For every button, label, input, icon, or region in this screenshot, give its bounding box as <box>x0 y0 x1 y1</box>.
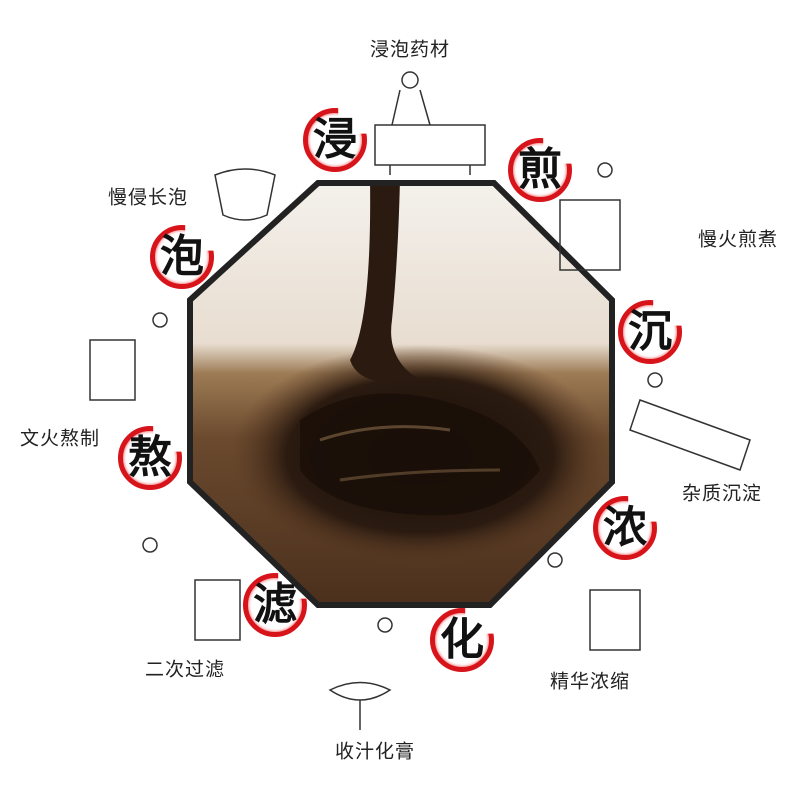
step-seal: 泡 <box>150 225 214 289</box>
step-label: 慢火煎煮 <box>697 228 779 251</box>
red-brush-circle <box>118 426 182 490</box>
step-seal: 滤 <box>243 573 307 637</box>
red-brush-circle <box>243 573 307 637</box>
step-seal: 熬 <box>118 426 182 490</box>
step-char: 沉 <box>628 306 672 357</box>
step-label: 二次过滤 <box>144 658 226 681</box>
red-brush-circle <box>508 138 572 202</box>
step-seal: 沉 <box>618 300 682 364</box>
step-seal: 浓 <box>593 496 657 560</box>
step-seal: 煎 <box>508 138 572 202</box>
step-char: 熬 <box>128 432 172 483</box>
step-char: 煎 <box>518 144 562 195</box>
red-brush-circle <box>303 108 367 172</box>
step-label: 慢侵长泡 <box>107 186 189 209</box>
step-label: 杂质沉淀 <box>681 482 763 505</box>
red-brush-circle <box>618 300 682 364</box>
step-char: 浸 <box>313 114 357 165</box>
illustrations <box>89 71 751 730</box>
red-brush-circle <box>430 608 494 672</box>
red-brush-circle <box>150 225 214 289</box>
step-char: 浓 <box>603 502 647 553</box>
red-brush-circle <box>593 496 657 560</box>
step-label: 精华浓缩 <box>549 670 631 693</box>
step-label: 浸泡药材 <box>369 38 451 61</box>
step-label: 文火熬制 <box>19 427 101 450</box>
step-char: 化 <box>440 614 484 665</box>
step-label: 收汁化膏 <box>334 740 416 763</box>
step-seal: 浸 <box>303 108 367 172</box>
step-char: 滤 <box>253 579 297 630</box>
step-seal: 化 <box>430 608 494 672</box>
step-char: 泡 <box>160 231 204 282</box>
